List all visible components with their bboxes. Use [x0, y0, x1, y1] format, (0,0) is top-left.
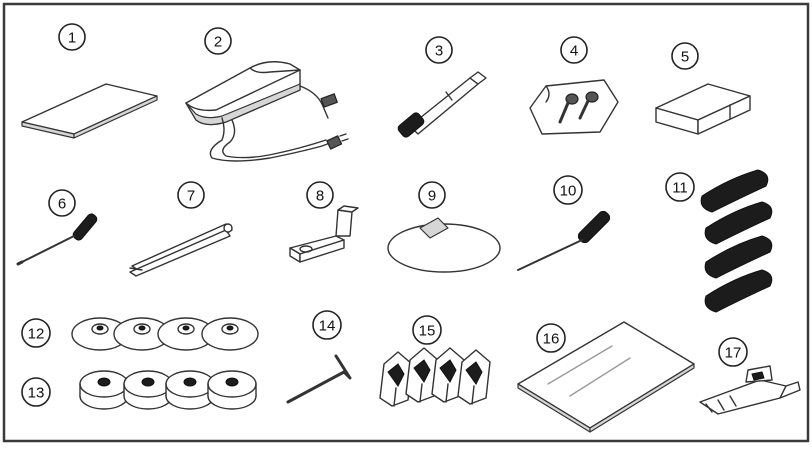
spool-pin: [397, 71, 487, 138]
svg-text:3: 3: [435, 43, 443, 60]
callout-7: 7: [177, 181, 205, 209]
callout-17: 17: [718, 337, 748, 367]
svg-text:1: 1: [68, 30, 76, 47]
tweezers: [129, 223, 233, 277]
bracket: [289, 205, 359, 263]
foot-controller: [185, 61, 349, 162]
small-screwdriver: [16, 213, 98, 266]
svg-text:10: 10: [560, 183, 577, 200]
svg-text:5: 5: [681, 49, 689, 66]
svg-text:13: 13: [28, 385, 45, 402]
svg-text:9: 9: [428, 188, 436, 205]
large-screwdriver: [517, 210, 611, 271]
callout-8: 8: [306, 181, 334, 209]
svg-text:2: 2: [214, 34, 222, 51]
callout-1: 1: [58, 23, 86, 51]
svg-text:12: 12: [28, 326, 45, 343]
callout-3: 3: [425, 36, 453, 64]
svg-text:17: 17: [725, 345, 742, 362]
thread-nets: [700, 169, 773, 313]
svg-text:15: 15: [419, 323, 436, 340]
screw-bag: [529, 79, 619, 135]
callout-11: 11: [665, 172, 695, 202]
spool-holders: [79, 370, 257, 410]
svg-text:11: 11: [672, 180, 688, 197]
dust-cover: [517, 321, 695, 433]
callout-14: 14: [312, 310, 342, 340]
presser-foot: [699, 365, 801, 415]
svg-text:14: 14: [319, 318, 336, 335]
callout-5: 5: [671, 42, 699, 70]
callout-9: 9: [418, 181, 446, 209]
hex-key: [286, 354, 352, 404]
callout-16: 16: [536, 323, 566, 353]
svg-text:6: 6: [58, 196, 66, 213]
instruction-book: [21, 83, 158, 139]
svg-text:7: 7: [187, 188, 195, 205]
callout-10: 10: [553, 175, 583, 205]
callout-4: 4: [560, 36, 588, 64]
svg-text:8: 8: [316, 188, 324, 205]
callout-2: 2: [204, 27, 232, 55]
svg-text:4: 4: [570, 43, 578, 60]
callout-15: 15: [412, 315, 442, 345]
film-disc: [387, 217, 501, 273]
callout-12: 12: [21, 318, 51, 348]
callout-6: 6: [48, 189, 76, 217]
spool-caps: [71, 317, 259, 351]
callout-13: 13: [21, 377, 51, 407]
accessory-box: [655, 83, 751, 135]
svg-text:16: 16: [543, 331, 560, 348]
cone-holders: [379, 347, 491, 407]
